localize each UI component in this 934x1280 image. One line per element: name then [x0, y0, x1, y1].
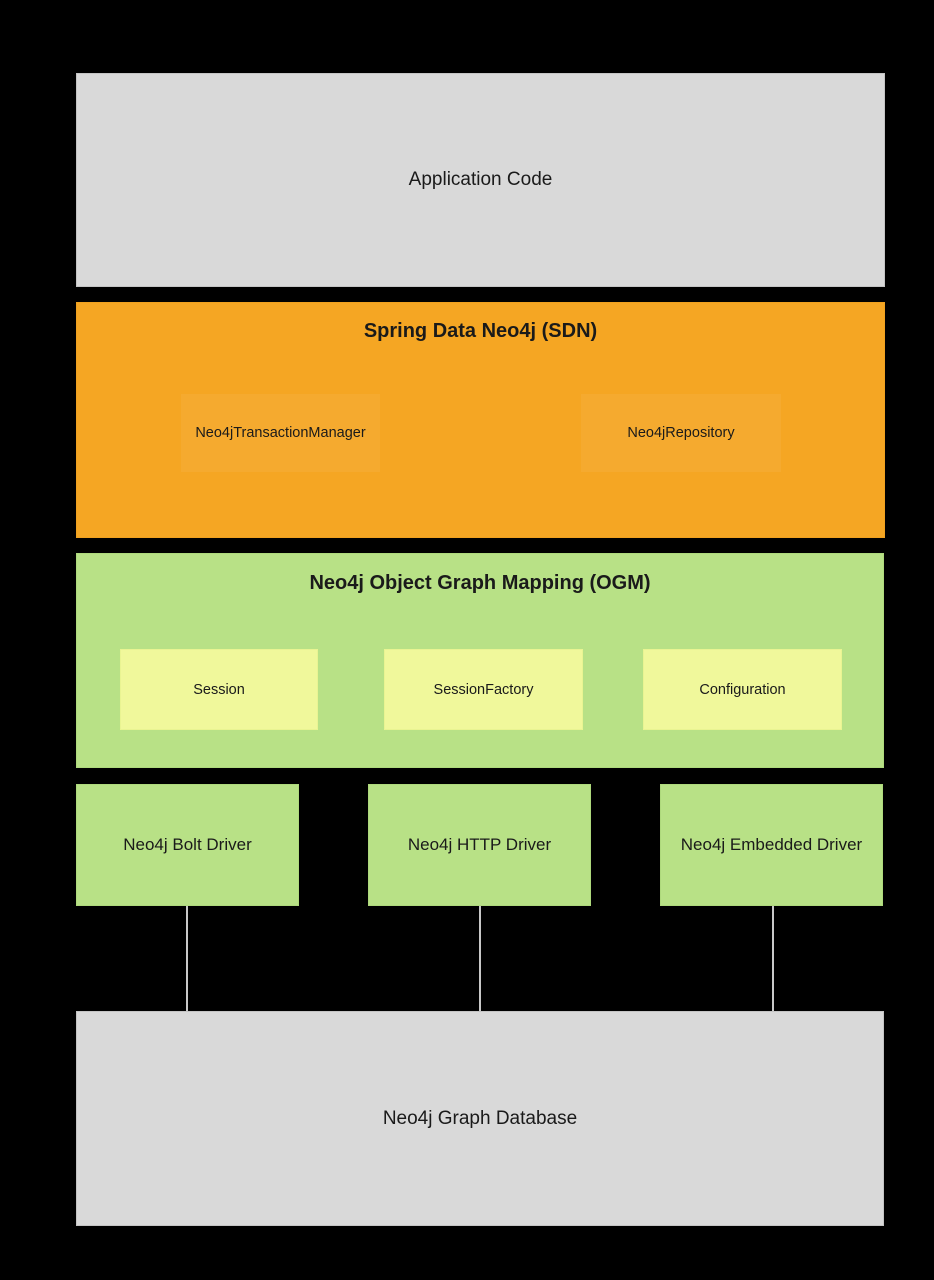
layer-spring-data-neo4j[interactable]: Spring Data Neo4j (SDN) Neo4jTransaction… — [76, 302, 885, 538]
application-code-label: Application Code — [408, 169, 553, 190]
connector-embedded-to-database — [772, 906, 774, 1011]
layer-neo4j-ogm[interactable]: Neo4j Object Graph Mapping (OGM) Session… — [76, 553, 884, 768]
neo4j-embedded-driver-label: Neo4j Embedded Driver — [680, 835, 863, 854]
neo4j-bolt-driver-label: Neo4j Bolt Driver — [123, 835, 252, 854]
session-factory-label: SessionFactory — [433, 681, 534, 698]
neo4j-repository-label: Neo4jRepository — [627, 425, 735, 441]
component-neo4j-bolt-driver[interactable]: Neo4j Bolt Driver — [76, 784, 299, 906]
component-neo4j-embedded-driver[interactable]: Neo4j Embedded Driver — [660, 784, 883, 906]
session-label: Session — [193, 681, 245, 698]
neo4j-http-driver-label: Neo4j HTTP Driver — [407, 835, 552, 854]
component-configuration[interactable]: Configuration — [643, 649, 842, 730]
neo4j-graph-database-label: Neo4j Graph Database — [382, 1107, 578, 1129]
ogm-component-row: Session SessionFactory Configuration — [77, 649, 883, 730]
neo4j-transaction-manager-label: Neo4jTransactionManager — [195, 425, 366, 441]
layer-neo4j-graph-database[interactable]: Neo4j Graph Database — [76, 1011, 884, 1226]
connector-http-to-database — [479, 906, 481, 1011]
sdn-component-row: Neo4jTransactionManager Neo4jRepository — [77, 394, 884, 472]
layer-application-code[interactable]: Application Code — [76, 73, 885, 287]
component-neo4j-transaction-manager[interactable]: Neo4jTransactionManager — [181, 394, 380, 472]
connector-bolt-to-database — [186, 906, 188, 1011]
component-neo4j-http-driver[interactable]: Neo4j HTTP Driver — [368, 784, 591, 906]
configuration-label: Configuration — [699, 681, 786, 698]
component-session[interactable]: Session — [120, 649, 318, 730]
spring-data-neo4j-title: Spring Data Neo4j (SDN) — [363, 320, 598, 342]
component-session-factory[interactable]: SessionFactory — [384, 649, 583, 730]
component-neo4j-repository[interactable]: Neo4jRepository — [581, 394, 781, 472]
neo4j-ogm-title: Neo4j Object Graph Mapping (OGM) — [309, 572, 651, 594]
